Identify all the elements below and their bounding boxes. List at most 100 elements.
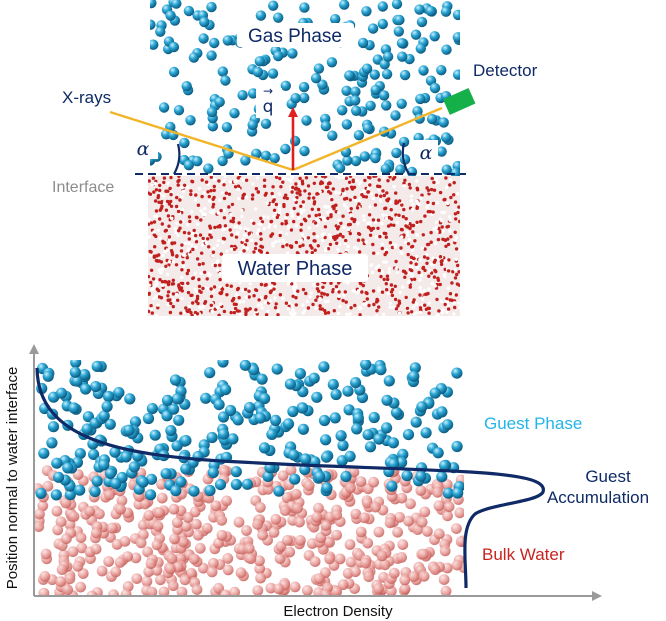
water-molecule	[218, 198, 222, 202]
water-molecule	[180, 268, 184, 272]
water-molecule	[388, 200, 392, 204]
water-molecule	[250, 197, 255, 201]
bulk-water-molecule	[416, 516, 428, 528]
water-molecule	[338, 242, 342, 246]
water-molecule	[429, 240, 433, 244]
exit-angle-arc	[401, 142, 410, 175]
guest-molecule	[360, 360, 372, 370]
bulk-water-molecule	[311, 511, 323, 523]
water-molecule	[161, 253, 165, 258]
water-molecule	[448, 215, 452, 219]
alpha-left-bg	[134, 135, 158, 159]
water-molecule	[278, 293, 283, 297]
water-molecule	[190, 231, 195, 236]
bulk-water-molecule	[115, 503, 126, 515]
water-molecule	[424, 307, 429, 311]
bulk-water-molecule	[235, 567, 247, 579]
water-molecule	[189, 192, 193, 197]
water-molecule	[149, 254, 153, 258]
water-molecule	[315, 234, 320, 239]
water-molecule	[213, 225, 217, 230]
water-molecule	[387, 270, 391, 275]
gas-molecule	[240, 155, 251, 166]
guest-molecule	[436, 471, 448, 483]
water-molecule	[206, 271, 210, 275]
gas-molecule	[209, 37, 220, 49]
water-molecule	[211, 209, 215, 213]
water-molecule	[336, 247, 340, 252]
water-molecule	[337, 210, 341, 215]
gas-molecule	[254, 56, 265, 67]
water-molecule	[166, 294, 170, 298]
water-molecule	[458, 248, 460, 252]
water-molecule	[369, 228, 373, 232]
water-molecule	[418, 293, 422, 297]
water-molecule	[304, 176, 309, 180]
water-molecule	[323, 309, 327, 313]
water-molecule	[177, 229, 181, 233]
water-molecule	[377, 188, 381, 192]
guest-molecule	[402, 429, 415, 441]
water-molecule	[351, 179, 356, 184]
water-molecule	[254, 242, 258, 246]
water-molecule	[160, 204, 164, 209]
water-molecule	[438, 190, 443, 195]
water-molecule	[410, 245, 414, 249]
water-molecule	[454, 217, 458, 221]
gas-molecule	[165, 10, 176, 21]
water-molecule	[251, 182, 255, 186]
water-molecule	[262, 178, 267, 182]
interface-label: Interface	[52, 179, 114, 196]
guest-molecule	[314, 471, 326, 483]
guest-molecule	[352, 412, 364, 424]
gas-molecule	[220, 75, 231, 86]
bulk-water-molecule	[135, 537, 147, 549]
water-molecule	[310, 251, 314, 255]
water-molecule	[191, 247, 195, 252]
gas-molecule	[252, 66, 264, 78]
bulk-water-molecule	[156, 492, 168, 504]
water-molecule	[209, 189, 213, 193]
guest-molecule	[401, 470, 413, 482]
water-molecule	[274, 302, 278, 306]
water-molecule	[302, 208, 306, 212]
water-molecule	[179, 311, 183, 315]
water-molecule	[272, 282, 277, 286]
water-molecule	[408, 285, 412, 289]
water-molecule	[212, 246, 216, 250]
gas-molecule	[273, 50, 284, 62]
water-molecule	[211, 197, 215, 201]
water-molecule	[341, 235, 345, 239]
water-molecule	[336, 311, 341, 316]
water-molecule	[194, 240, 199, 244]
water-molecule	[170, 216, 174, 221]
water-molecule	[338, 304, 342, 309]
water-molecule	[203, 286, 208, 290]
water-molecule	[291, 294, 295, 298]
water-molecule	[445, 297, 449, 301]
water-molecule	[272, 198, 276, 202]
water-molecule	[434, 241, 438, 246]
gas-molecule	[378, 90, 390, 101]
guest-molecule	[53, 471, 65, 483]
guest-molecule	[329, 412, 341, 424]
guest-accumulation-label-line1: Guest	[585, 467, 631, 486]
bulk-water-molecule	[75, 532, 87, 543]
gas-molecule	[438, 117, 449, 128]
water-molecule	[418, 278, 422, 282]
gas-molecule	[268, 0, 279, 11]
water-molecule	[229, 284, 233, 288]
bulk-water-molecule	[405, 498, 416, 510]
bulk-water-molecule	[104, 489, 115, 501]
water-molecule	[442, 210, 446, 215]
guest-molecule	[344, 450, 356, 462]
water-molecule	[385, 288, 389, 292]
water-molecule	[326, 299, 330, 303]
bulk-water-molecule	[362, 497, 373, 509]
guest-molecule	[124, 393, 136, 405]
water-molecule	[255, 231, 260, 235]
water-molecule	[299, 210, 304, 215]
bulk-water-molecule	[419, 506, 431, 518]
water-molecule	[216, 211, 220, 215]
reflected-xray-beam	[292, 106, 443, 172]
